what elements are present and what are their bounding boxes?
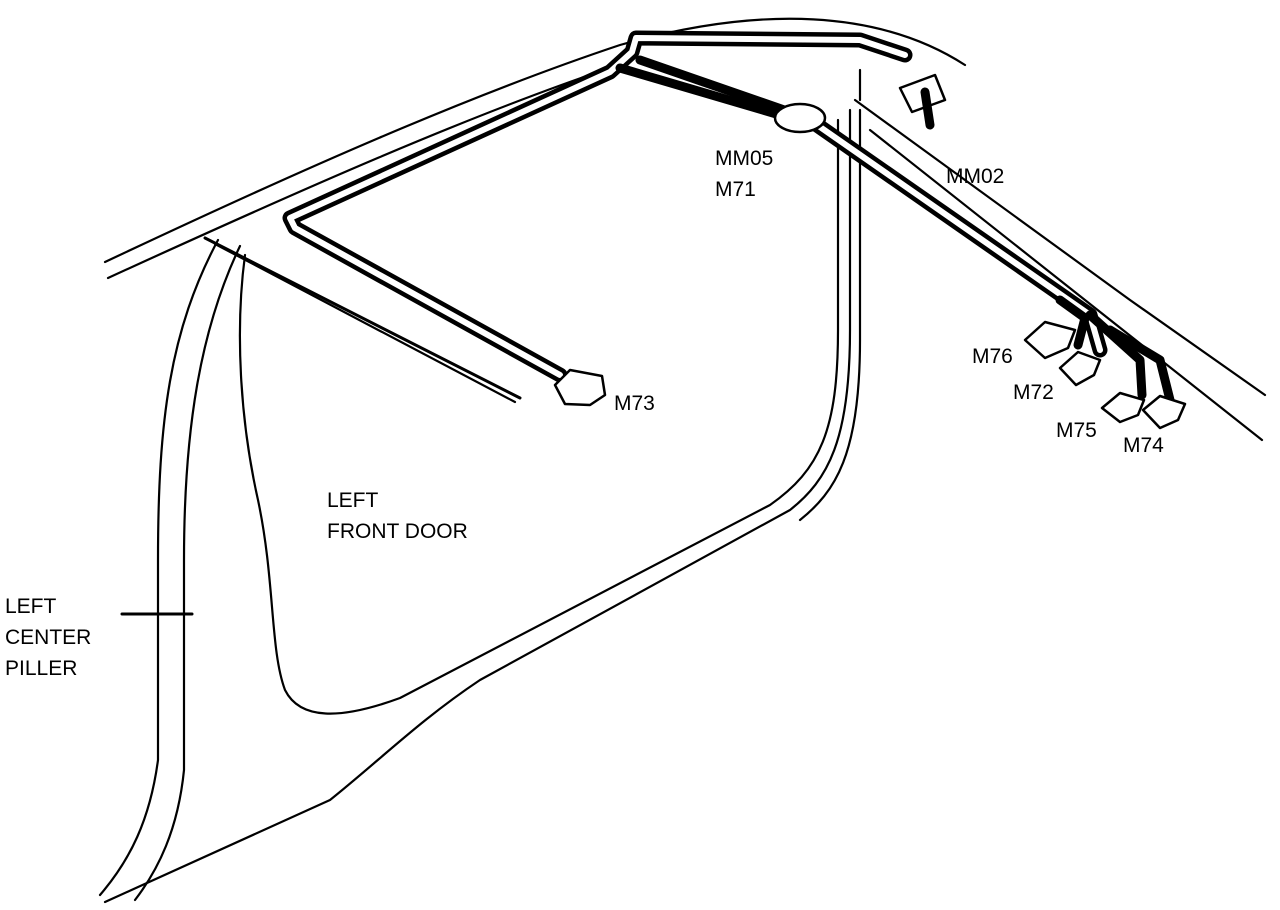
label-left-front-door-line2: FRONT DOOR xyxy=(327,520,468,543)
label-mm02: MM02 xyxy=(946,165,1005,188)
center-pillar xyxy=(98,236,522,902)
roof-outline xyxy=(103,17,967,280)
label-left-center-pillar-line3: PILLER xyxy=(5,657,78,680)
connector-m75 xyxy=(1100,391,1146,424)
label-left-front-door-line1: LEFT xyxy=(327,489,379,512)
a-pillar-harness xyxy=(802,112,1175,405)
label-m75: M75 xyxy=(1056,419,1097,442)
connector-m73 xyxy=(553,368,607,407)
a-pillar-line xyxy=(853,98,1267,442)
label-mm05: MM05 xyxy=(715,147,774,170)
connector-m74 xyxy=(1141,394,1187,430)
connector-m72 xyxy=(1058,350,1102,387)
connector-m76 xyxy=(1023,320,1077,360)
front-door-outline xyxy=(103,108,862,904)
label-m71: M71 xyxy=(715,178,756,201)
roof-harness xyxy=(282,30,913,383)
label-m74: M74 xyxy=(1123,434,1164,457)
label-m73: M73 xyxy=(614,392,655,415)
label-left-center-pillar-line2: CENTER xyxy=(5,626,92,649)
connector-mm02 xyxy=(898,73,947,130)
connector-mm05 xyxy=(773,102,827,134)
label-m76: M76 xyxy=(972,345,1013,368)
label-m72: M72 xyxy=(1013,381,1054,404)
label-left-center-pillar-line1: LEFT xyxy=(5,595,57,618)
